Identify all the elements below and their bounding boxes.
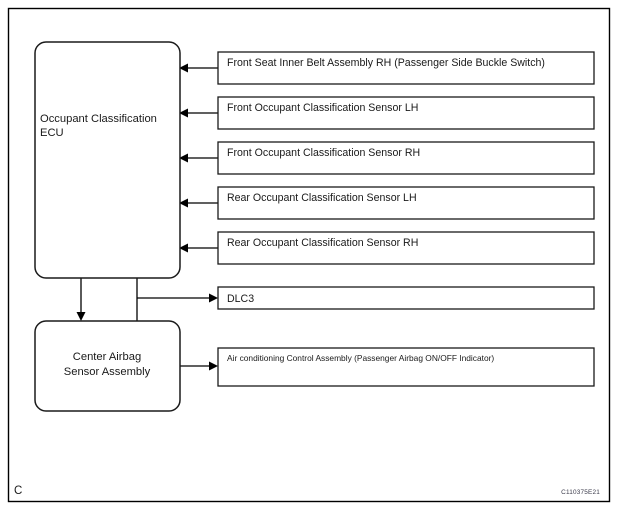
sensor-box-front-seat-inner-belt-assembly-rh[interactable] [217, 51, 595, 85]
arrow-head-rear-occupant-classification-sensor-rh [179, 243, 188, 253]
sensor-box-dlc3[interactable] [217, 286, 595, 310]
unit-box-occupant-classification-ecu[interactable] [34, 41, 181, 279]
arrow-head-rear-occupant-classification-sensor-lh [179, 198, 188, 208]
arrow-head-front-seat-inner-belt-assembly-rh [179, 63, 188, 73]
sensor-label-front-occupant-classification-sensor-lh: Front Occupant Classification Sensor LH [227, 102, 418, 114]
figure-reference-code: C110375E21 [561, 489, 600, 496]
sensor-label-front-occupant-classification-sensor-rh: Front Occupant Classification Sensor RH [227, 147, 420, 159]
unit-label-occupant-classification-ecu-line2: ECU [40, 127, 64, 139]
arrow-head-front-occupant-classification-sensor-lh [179, 108, 188, 118]
sensor-label-rear-occupant-classification-sensor-rh: Rear Occupant Classification Sensor RH [227, 237, 418, 249]
sensor-box-air-conditioning-control-assembly[interactable] [217, 347, 595, 387]
page-corner-mark: C [14, 485, 22, 497]
sensor-box-front-occupant-classification-sensor-rh[interactable] [217, 141, 595, 175]
connector-group [76, 63, 218, 371]
arrow-head-air-conditioning [209, 361, 218, 371]
unit-label-center-airbag-sensor-assembly-line2: Sensor Assembly [64, 366, 151, 378]
arrow-head-dlc3 [209, 293, 218, 303]
sensor-label-air-conditioning-control-assembly: Air conditioning Control Assembly (Passe… [227, 353, 494, 363]
arrow-head-ecu-to-center-airbag [76, 312, 86, 321]
unit-box-center-airbag-sensor-assembly[interactable] [34, 320, 181, 412]
sensor-box-rear-occupant-classification-sensor-rh[interactable] [217, 231, 595, 265]
unit-label-center-airbag-sensor-assembly-line1: Center Airbag [73, 351, 141, 363]
page-frame [7, 7, 611, 503]
sensor-box-front-occupant-classification-sensor-lh[interactable] [217, 96, 595, 130]
sensor-label-rear-occupant-classification-sensor-lh: Rear Occupant Classification Sensor LH [227, 192, 417, 204]
arrow-head-front-occupant-classification-sensor-rh [179, 153, 188, 163]
sensor-label-front-seat-inner-belt-assembly-rh: Front Seat Inner Belt Assembly RH (Passe… [227, 57, 545, 69]
sensor-label-dlc3: DLC3 [227, 293, 254, 305]
sensor-box-rear-occupant-classification-sensor-lh[interactable] [217, 186, 595, 220]
unit-label-occupant-classification-ecu-line1: Occupant Classification [40, 113, 157, 125]
